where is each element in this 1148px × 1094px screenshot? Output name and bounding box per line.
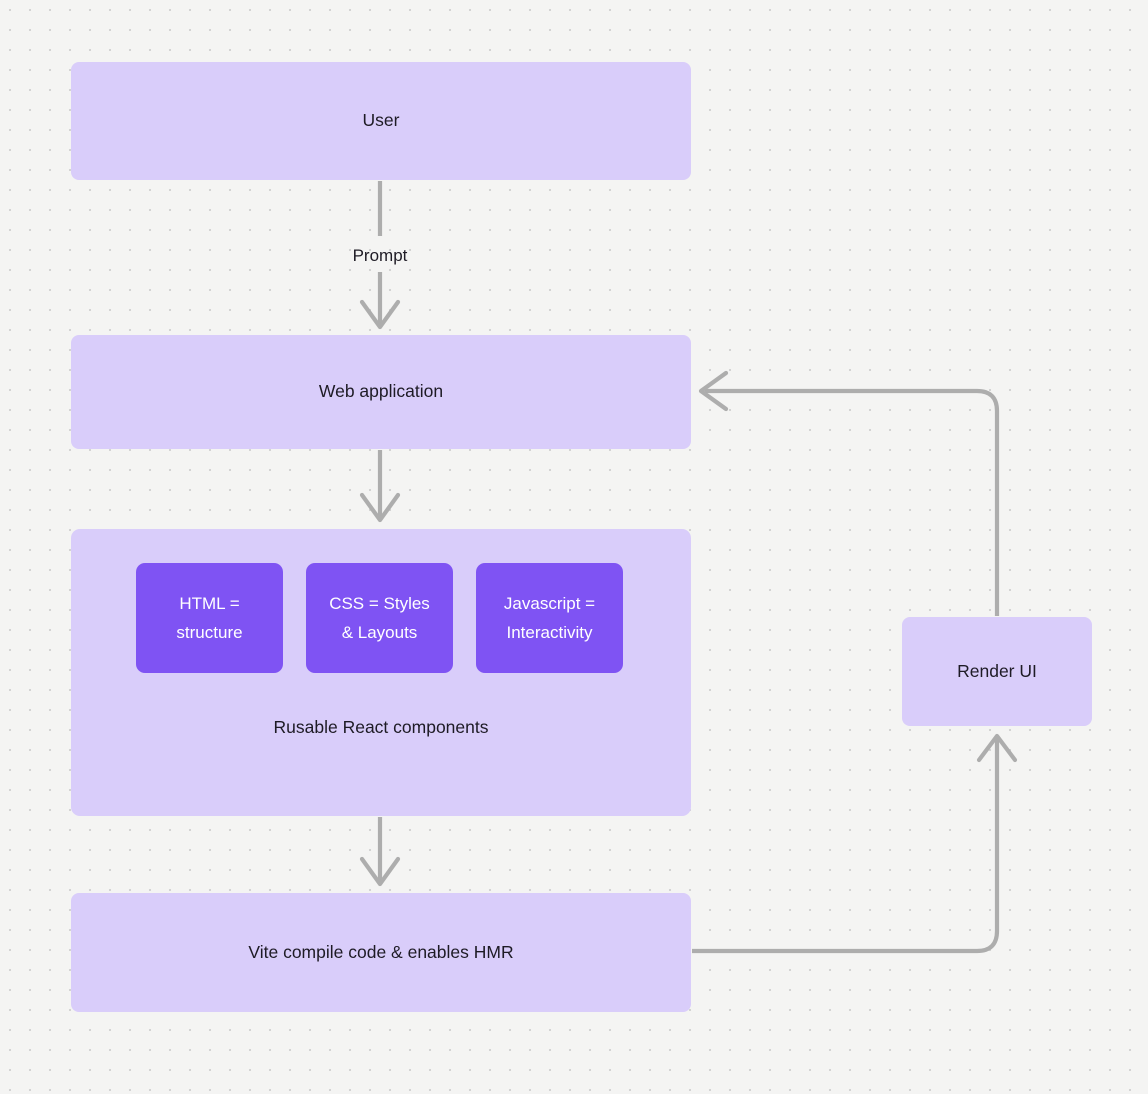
node-render-ui-label: Render UI	[957, 660, 1037, 681]
node-html-label-line1: HTML =	[179, 593, 240, 613]
node-javascript-label-line2: Interactivity	[506, 623, 593, 642]
node-vite-label: Vite compile code & enables HMR	[248, 941, 514, 962]
node-user[interactable]: User	[71, 62, 691, 180]
node-web-application-label: Web application	[318, 381, 444, 402]
node-render-ui[interactable]: Render UI	[902, 617, 1092, 726]
node-css-label: CSS = Styles & Layouts	[329, 589, 430, 647]
node-css-label-line1: CSS = Styles	[329, 593, 430, 613]
edge-label-prompt: Prompt	[352, 246, 408, 265]
node-web-application[interactable]: Web application	[71, 335, 691, 449]
edge-vite-to-render	[692, 733, 1018, 954]
node-vite[interactable]: Vite compile code & enables HMR	[71, 893, 691, 1012]
node-javascript[interactable]: Javascript = Interactivity	[476, 563, 623, 673]
node-html-label-line2: structure	[176, 623, 243, 642]
node-user-label: User	[362, 110, 400, 131]
edge-render-to-webapp	[698, 370, 1000, 616]
node-css[interactable]: CSS = Styles & Layouts	[306, 563, 453, 673]
node-javascript-label: Javascript = Interactivity	[504, 589, 595, 647]
edge-webapp-to-components	[359, 450, 401, 523]
edge-components-to-vite	[359, 817, 401, 887]
node-html[interactable]: HTML = structure	[136, 563, 283, 673]
node-html-label: HTML = structure	[176, 589, 242, 647]
node-css-label-line2: & Layouts	[341, 623, 418, 642]
node-javascript-label-line1: Javascript =	[503, 593, 596, 613]
components-caption: Rusable React components	[273, 717, 489, 737]
